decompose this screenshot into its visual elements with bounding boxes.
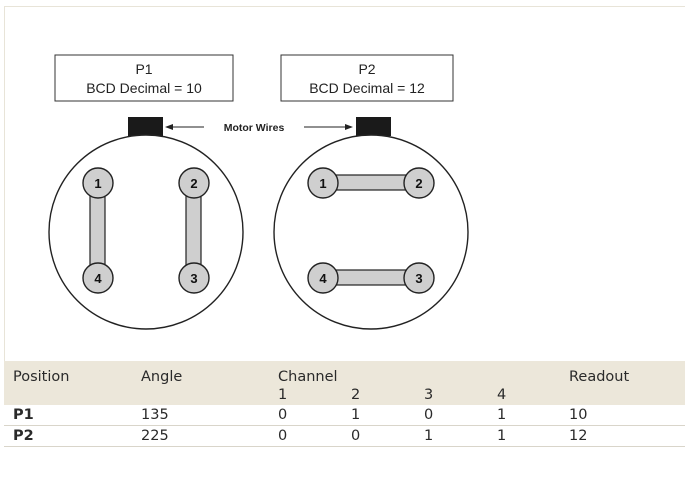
row-ch4: 1: [488, 405, 560, 426]
left-pin-4-label: 4: [94, 271, 102, 286]
left-disc: 1 2 4 3: [48, 134, 244, 330]
right-pin-2: [403, 167, 435, 199]
left-pin-1-label: 1: [94, 176, 101, 191]
left-pin-4: [82, 262, 114, 294]
right-pin-4-label: 4: [319, 271, 327, 286]
row-ch1: 0: [269, 405, 342, 426]
right-wire-block: [356, 117, 391, 136]
left-pin-2: [178, 167, 210, 199]
p1-label-bcd: BCD Decimal = 10: [86, 80, 202, 96]
channel-4-header: 4: [497, 387, 507, 403]
header-position: Position: [13, 369, 70, 385]
left-wire-block: [128, 117, 163, 136]
row-ch2: 1: [342, 405, 415, 426]
row-readout: 12: [560, 425, 685, 447]
row-ch2: 0: [342, 425, 415, 447]
row-angle: 135: [132, 405, 269, 426]
channel-2-header: 2: [351, 387, 361, 403]
p1-label-title: P1: [135, 61, 152, 77]
row-ch1: 0: [269, 425, 342, 447]
row-ch4: 1: [488, 425, 560, 447]
left-pin-2-label: 2: [190, 176, 197, 191]
channel-3-header: 3: [424, 387, 434, 403]
row-position: P1: [4, 405, 132, 426]
table-subheader-row: 1 2 3 4: [4, 385, 685, 405]
bcd-table: Position Angle Channel Readout 1 2 3 4 P…: [4, 361, 685, 447]
p2-label-bcd: BCD Decimal = 12: [309, 80, 425, 96]
right-pin-1: [307, 167, 339, 199]
header-readout: Readout: [569, 369, 630, 385]
motor-wires-label: Motor Wires: [224, 122, 285, 134]
row-ch3: 0: [415, 405, 488, 426]
channel-1-header: 1: [278, 387, 288, 403]
encoder-diagram: P1 BCD Decimal = 10 P2 BCD Decimal = 12 …: [48, 54, 469, 330]
table-header-row: Position Angle Channel Readout: [4, 361, 685, 385]
row-readout: 10: [560, 405, 685, 426]
right-disc: 1 2 4 3: [273, 134, 469, 330]
left-pin-3: [178, 262, 210, 294]
header-angle: Angle: [141, 369, 183, 385]
p1-label-box: P1 BCD Decimal = 10: [54, 54, 234, 102]
row-ch3: 1: [415, 425, 488, 447]
p2-label-box: P2 BCD Decimal = 12: [280, 54, 454, 102]
right-pin-2-label: 2: [415, 176, 422, 191]
header-channel: Channel: [278, 369, 338, 385]
right-pin-3-label: 3: [415, 271, 422, 286]
right-pin-1-label: 1: [319, 176, 326, 191]
right-pin-4: [307, 262, 339, 294]
right-pin-3: [403, 262, 435, 294]
table-row: P2 225 0 0 1 1 12: [4, 425, 685, 447]
left-pin-1: [82, 167, 114, 199]
row-angle: 225: [132, 425, 269, 447]
p2-label-title: P2: [358, 61, 375, 77]
left-pin-3-label: 3: [190, 271, 197, 286]
table-row: P1 135 0 1 0 1 10: [4, 405, 685, 426]
row-position: P2: [4, 425, 132, 447]
